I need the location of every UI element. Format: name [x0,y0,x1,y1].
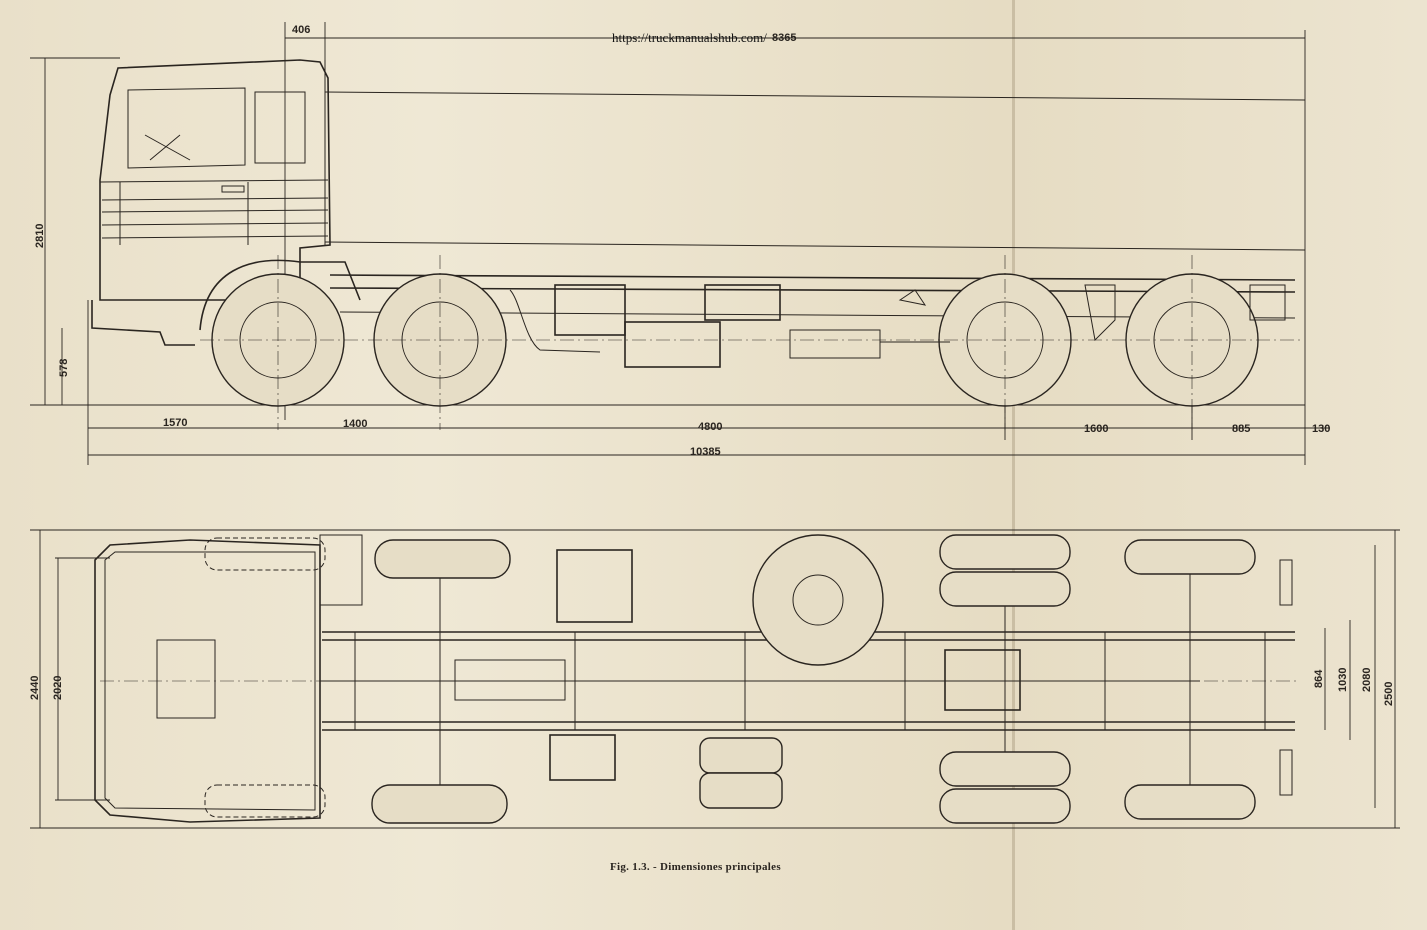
dim-1030: 1030 [1337,668,1349,692]
dim-1570: 1570 [163,417,187,429]
plan-view: 2440 2020 864 1030 2080 2500 [29,529,1400,829]
side-view: 406 8365 2810 578 1570 1400 4800 1600 88… [30,22,1330,465]
dim-2440: 2440 [29,676,41,700]
dim-864: 864 [1313,669,1325,688]
watermark-url[interactable]: https://truckmanualshub.com/ [612,30,767,45]
dim-4800: 4800 [698,421,722,433]
dim-2020: 2020 [52,676,64,700]
figure-caption: Fig. 1.3. - Dimensiones principales [610,861,781,873]
dim-8365: 8365 [772,32,796,44]
dim-406: 406 [292,24,310,36]
paper-fold [1012,0,1015,930]
dim-10385: 10385 [690,446,721,458]
dim-1600: 1600 [1084,423,1108,435]
dim-130: 130 [1312,423,1330,435]
dim-1400: 1400 [343,418,367,430]
dim-578: 578 [58,359,70,377]
dim-885: 885 [1232,423,1250,435]
dim-2080: 2080 [1361,668,1373,692]
dim-2810: 2810 [34,224,46,248]
dim-2500: 2500 [1383,682,1395,706]
